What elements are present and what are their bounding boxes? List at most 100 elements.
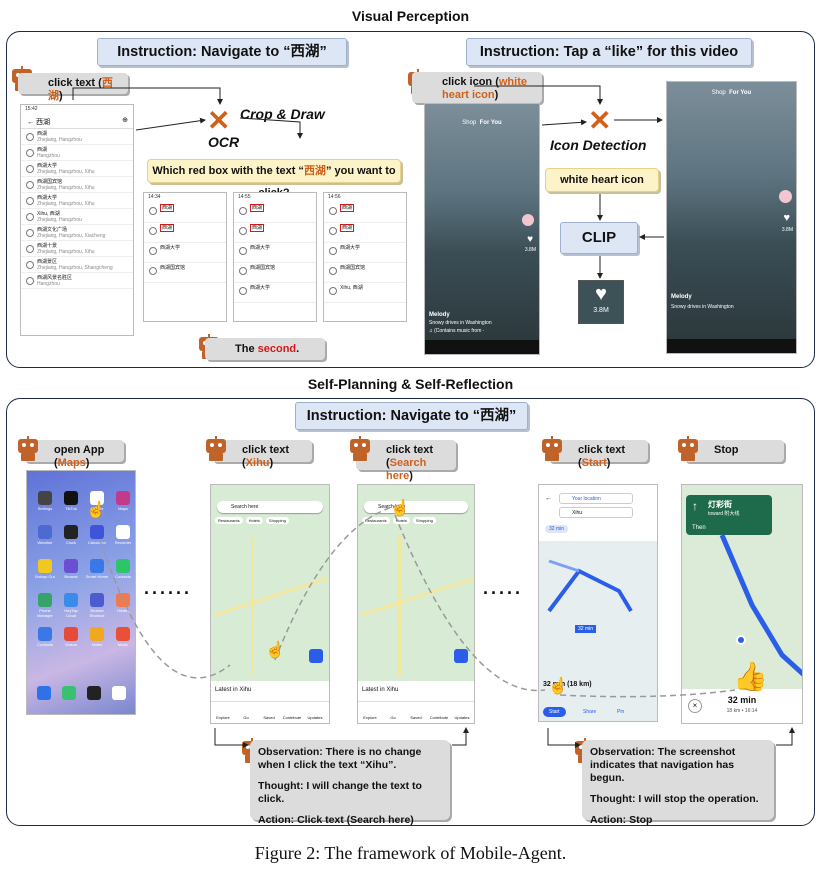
map-nav-item[interactable]: Explore (363, 715, 377, 720)
app-icon[interactable]: Calculator (85, 525, 109, 545)
tab-for-you[interactable]: For You (479, 120, 502, 126)
action-suffix: ) (85, 457, 90, 469)
app-icon[interactable]: Contacts (111, 559, 135, 579)
back-arrow-icon[interactable]: ← (27, 119, 34, 126)
list-item[interactable]: 西湖 (144, 203, 226, 223)
list-item[interactable]: 西湖 (144, 223, 226, 243)
directions-button[interactable] (454, 649, 468, 663)
avatar[interactable] (522, 214, 534, 226)
route-to-field[interactable]: Xihu (559, 507, 633, 518)
app-icon[interactable]: HeyTap Cloud (59, 593, 83, 618)
list-item[interactable]: 西湖大学 (234, 243, 316, 263)
list-item[interactable]: 西湖国宾馆 (324, 263, 406, 283)
mic-icon[interactable]: ⊕ (122, 117, 128, 124)
app-icon[interactable]: Smart Home (85, 559, 109, 579)
list-item-title: 西湖大学 (340, 245, 361, 251)
map-nav-item[interactable]: Go (243, 715, 249, 720)
tab-shop[interactable]: Shop (711, 90, 726, 96)
mode-car-chip[interactable]: 32 min (545, 525, 569, 533)
latest-in-xihu[interactable]: Latest in Xihu (211, 681, 329, 701)
list-item[interactable]: 西湖 (234, 223, 316, 243)
video-user[interactable]: Melody (671, 294, 692, 300)
white-heart-icon-text: white heart icon (545, 168, 659, 192)
app-icon[interactable]: Music (111, 627, 135, 647)
map-search-bar[interactable]: Search here (217, 501, 323, 513)
map-nav-item[interactable]: Contribute (282, 715, 302, 720)
map-nav-item[interactable]: Contribute (429, 715, 449, 720)
camera-app-icon[interactable] (86, 686, 101, 700)
list-item[interactable]: Xihu, 西湖 (324, 283, 406, 303)
map-nav-item[interactable]: Updates (454, 715, 470, 720)
video-user[interactable]: Melody (429, 312, 450, 318)
map-chip[interactable]: Restaurants (362, 517, 390, 524)
app-icon[interactable]: Notes (85, 627, 109, 647)
map-chip[interactable]: Restaurants (215, 517, 243, 524)
heart-icon[interactable]: ♥ (783, 212, 790, 224)
list-item[interactable]: 西湖大学 (234, 283, 316, 303)
list-item[interactable]: 西湖 (234, 203, 316, 223)
app-icon[interactable]: Health (111, 593, 135, 613)
app-icon[interactable]: Weather (33, 525, 57, 545)
app-icon[interactable]: Contacts (33, 627, 57, 647)
latest-in-xihu[interactable]: Latest in Xihu (358, 681, 474, 701)
list-item[interactable]: 西湖 (324, 203, 406, 223)
map-chip[interactable]: Shopping (265, 517, 289, 524)
self-planning-panel (6, 398, 815, 826)
tab-shop[interactable]: Shop (462, 120, 477, 126)
app-label: Bolsap Cut (35, 574, 55, 579)
map-chip[interactable]: Shopping (412, 517, 436, 524)
app-icon-square (116, 559, 130, 573)
list-item[interactable]: 西湖国宾馆 (144, 263, 226, 283)
map-chip[interactable]: Hotels (392, 517, 410, 524)
app-icon[interactable]: Bolsap Cut (33, 559, 57, 579)
nav-bottom-sheet: × 32 min 18 km • 16:14 (682, 689, 802, 723)
app-icon[interactable]: Settings (33, 491, 57, 511)
start-button[interactable]: Start (543, 707, 566, 717)
like-count: 3.8M (781, 227, 793, 233)
map-search-bar[interactable]: Search here (364, 501, 468, 513)
phone-app-icon[interactable] (36, 686, 51, 700)
list-item[interactable]: 西湖 (324, 223, 406, 243)
app-icon[interactable]: Browse Shortcut (85, 593, 109, 618)
list-item[interactable]: 西湖国宾馆 (234, 263, 316, 283)
app-icon[interactable]: TikTok (59, 491, 83, 511)
browser-app-icon[interactable] (111, 686, 126, 700)
list-item[interactable]: 西湖大学 (144, 243, 226, 263)
search-bar[interactable]: ← 西湖 ⊕ (21, 115, 133, 129)
share-button[interactable]: Share (583, 709, 597, 715)
map-nav-item[interactable]: Updates (307, 715, 323, 720)
map-nav-item[interactable]: Go (390, 715, 396, 720)
back-arrow-icon[interactable]: ← (545, 495, 552, 502)
map-nav-item[interactable]: Saved (263, 715, 275, 720)
app-icon-square (116, 627, 130, 641)
messages-app-icon[interactable] (61, 686, 76, 700)
directions-button[interactable] (309, 649, 323, 663)
app-icon[interactable]: Clock (59, 525, 83, 545)
tab-for-you[interactable]: For You (729, 90, 752, 96)
app-icon[interactable]: Recorder (111, 525, 135, 545)
route-from-field[interactable]: Your location (559, 493, 633, 504)
map-nav-item[interactable]: Explore (216, 715, 230, 720)
heart-icon[interactable]: ♥ (527, 234, 533, 245)
list-item[interactable]: 西湖大学 (324, 243, 406, 263)
app-icon[interactable]: Browse (59, 559, 83, 579)
app-icon[interactable]: Videos (59, 627, 83, 647)
pin-button[interactable]: Pin (617, 709, 625, 715)
avatar[interactable] (779, 190, 792, 203)
app-icon[interactable]: Maps (111, 491, 135, 511)
map-nav-item[interactable]: Saved (410, 715, 422, 720)
app-icon[interactable]: Phone Manager (33, 593, 57, 618)
close-icon[interactable]: × (688, 699, 702, 713)
map-chip[interactable]: Hotels (245, 517, 263, 524)
app-icon[interactable]: Google (85, 491, 109, 511)
